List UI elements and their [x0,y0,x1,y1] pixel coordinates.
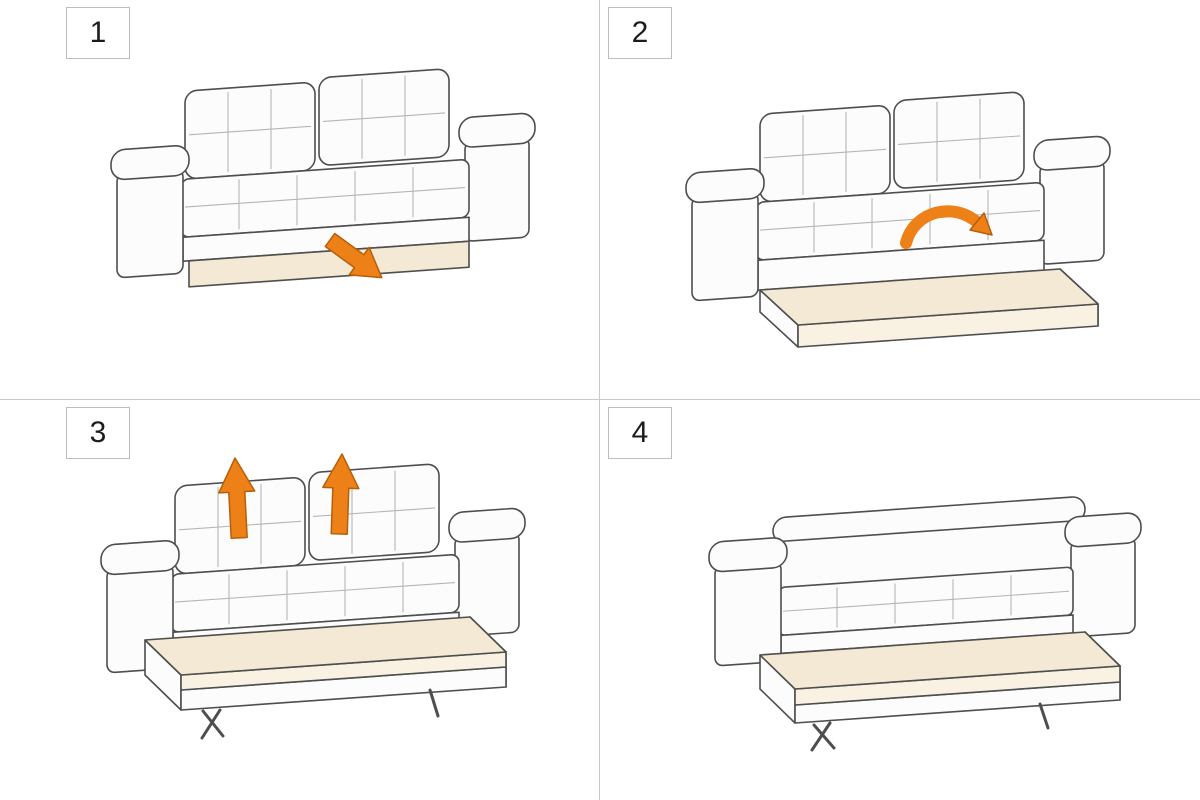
mattress-top [759,631,1121,690]
step-number-box: 1 [66,7,130,59]
folding-legs [810,702,1050,752]
step-3-illustration [100,453,526,740]
bed-platform [759,631,1121,752]
step-number: 4 [631,416,649,449]
bed-platform [144,616,507,740]
flip-over-arrow-icon [900,205,993,249]
sofa-closed [110,68,536,288]
step-panel-3: 3 [0,400,600,800]
step-number: 3 [89,416,107,449]
step-number-box: 2 [608,7,672,59]
step-4-illustration [708,496,1142,752]
step-2-illustration [685,91,1111,348]
step-panel-1: 1 [0,0,600,400]
drawer-front [188,240,470,288]
mattress-top [144,616,507,676]
folding-legs [200,688,440,740]
step-panel-2: 2 [600,0,1200,400]
step-number-box: 3 [66,407,130,459]
step-number: 1 [89,16,107,49]
lift-up-arrows-icon [218,453,360,540]
step-panel-4: 4 [600,400,1200,800]
pull-out-arrow-icon [324,232,383,279]
step-number-box: 4 [608,407,672,459]
sofa-frame-no-cushions [708,496,1142,667]
pulled-out-drawer [759,268,1099,348]
sofa-open-base [685,91,1111,302]
step-number: 2 [631,16,649,49]
step-1-illustration [110,68,536,288]
